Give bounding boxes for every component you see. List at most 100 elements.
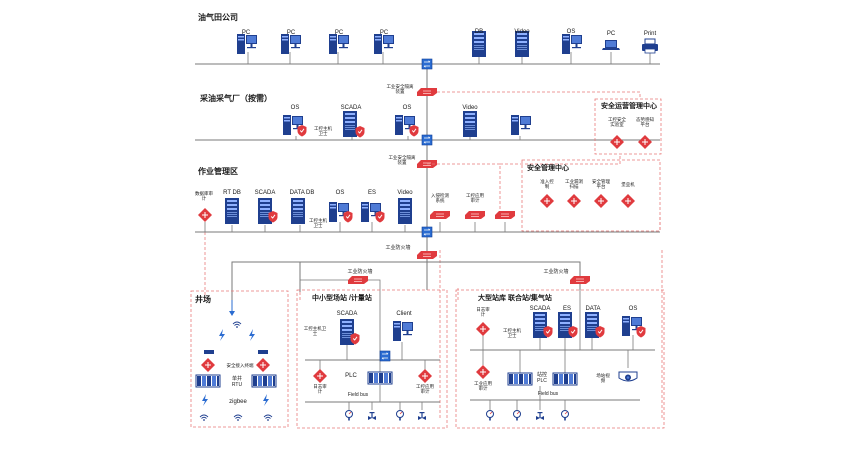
large-log-audit[interactable] [475, 321, 491, 337]
large-scada[interactable] [533, 312, 553, 338]
small-guard-label: 工控主机卫士 [303, 326, 327, 337]
hq-pc-3[interactable] [329, 34, 349, 54]
sec-mgmt-item-bastion: 堡垒机 [621, 182, 635, 187]
large-video-label: 场站视频 [596, 373, 610, 384]
ops-db-audit[interactable] [197, 207, 213, 223]
wellsite-access-label: 安全接入终端 [226, 363, 254, 368]
small-switch[interactable] [379, 350, 391, 362]
ops-video-label: Video [397, 190, 413, 196]
small-fieldbus-label: Field bus [347, 392, 369, 398]
large-os[interactable] [622, 316, 646, 338]
plant-os-2[interactable] [395, 115, 419, 137]
isolation-gateway-1[interactable] [416, 87, 438, 97]
small-scada[interactable] [340, 319, 360, 345]
hq-os-workstation[interactable] [562, 34, 582, 54]
ops-ids[interactable] [429, 210, 451, 220]
plant-guard-label: 工控主机卫士 [314, 126, 332, 137]
large-video-camera[interactable] [618, 371, 638, 382]
zone-hq-title: 油气田公司 [198, 13, 238, 22]
small-log-audit-label: 日志审计 [313, 384, 327, 395]
hq-pc-1[interactable] [237, 34, 257, 54]
firewall-large-station[interactable] [569, 275, 591, 285]
ops-firewall[interactable] [416, 250, 438, 260]
large-field-devices [486, 410, 569, 421]
ops-scada-label: SCADA [254, 190, 276, 196]
large-plc-1[interactable] [507, 372, 533, 386]
hq-core-switch[interactable] [421, 58, 433, 70]
ops-guard-label: 工控主机卫士 [309, 218, 327, 229]
ops-app-audit[interactable] [464, 210, 486, 220]
hq-pc-2[interactable] [281, 34, 301, 54]
large-os-label: OS [628, 306, 638, 312]
large-scada-label: SCADA [529, 306, 551, 312]
sec-mgmt-center-box [521, 159, 661, 232]
ops-es[interactable] [361, 202, 385, 223]
wellsite-zigbee-label: zigbee [229, 399, 247, 405]
small-plc[interactable] [367, 371, 393, 385]
hq-pc-2-label: PC [286, 30, 296, 36]
plant-os-1[interactable] [283, 115, 307, 137]
sec-ops-center-box [594, 98, 662, 155]
ops-ids-label: 入侵检测系统 [431, 193, 449, 204]
firewall-small-station[interactable] [347, 275, 369, 285]
sec-mgmt-item-platform: 安全管理平台 [592, 179, 610, 190]
hq-pc-4[interactable] [374, 34, 394, 54]
hq-db-label: DB [474, 29, 484, 35]
hq-printer[interactable] [641, 38, 659, 54]
ops-firewall-label: 工业防火墙 [385, 245, 411, 251]
small-log-audit[interactable] [312, 368, 328, 384]
ops-os[interactable] [329, 202, 353, 223]
small-client-label: Client [396, 311, 412, 317]
hq-laptop[interactable] [602, 40, 620, 50]
small-station-box [296, 289, 448, 429]
large-app-audit[interactable] [475, 364, 491, 380]
ops-video[interactable] [398, 198, 412, 224]
ops-datadb[interactable] [291, 198, 305, 224]
hq-os-label: OS [566, 29, 576, 35]
hq-pc-4-label: PC [379, 30, 389, 36]
ops-datadb-label: DATA DB [289, 190, 315, 196]
large-station-box [455, 289, 665, 429]
zone-plant-title: 采油采气厂（按需） [200, 94, 272, 103]
ops-scada[interactable] [258, 198, 278, 224]
plant-switch[interactable] [421, 134, 433, 146]
hq-pc-1-label: PC [241, 30, 251, 36]
large-data-label: DATA [585, 306, 601, 312]
sec-ops-item-situation: 态势感知平台 [636, 117, 654, 128]
gateway-1-label: 工业安全隔离装置 [386, 84, 414, 95]
sec-mgmt-center-title: 安全管理中心 [527, 165, 569, 172]
sec-mgmt-item-nac: 准入控制 [540, 179, 554, 190]
large-guard-label: 工控主机卫士 [503, 328, 521, 339]
ops-os-label: OS [335, 190, 345, 196]
small-app-audit[interactable] [417, 368, 433, 384]
zone-ops-title: 作业管理区 [198, 167, 238, 176]
small-app-audit-label: 工控应用审计 [416, 384, 434, 395]
ops-extra-appliance[interactable] [494, 210, 516, 220]
small-client[interactable] [393, 321, 413, 341]
large-es-label: ES [562, 306, 572, 312]
plant-scada[interactable] [343, 111, 365, 138]
zone-large-station-title: 大型站库 联合站/集气站 [478, 295, 552, 302]
ops-switch[interactable] [421, 226, 433, 238]
plant-workstation[interactable] [511, 115, 531, 135]
plant-os-1-label: OS [290, 105, 300, 111]
large-es[interactable] [558, 312, 578, 338]
wellsite-box [190, 290, 289, 428]
zone-small-station-title: 中小型场站 /计量站 [312, 295, 372, 302]
large-plc-label: 站控 PLC [536, 372, 547, 384]
hq-video-label: Video [514, 29, 530, 35]
large-plc-2[interactable] [552, 372, 578, 386]
firewall-left-label: 工业防火墙 [347, 269, 373, 275]
small-field-devices [345, 410, 426, 421]
large-log-audit-label: 日志审计 [476, 307, 490, 318]
ops-rtdb-label: RT DB [223, 190, 241, 196]
large-app-audit-label: 工业应用审计 [474, 381, 492, 392]
sec-mgmt-item-vuln: 工业漏洞扫描 [565, 179, 583, 190]
plant-scada-label: SCADA [340, 105, 362, 111]
ops-db-audit-label: 数据库审计 [195, 191, 213, 202]
plant-video[interactable] [463, 111, 477, 137]
large-data[interactable] [585, 312, 605, 338]
ops-rtdb[interactable] [225, 198, 239, 224]
